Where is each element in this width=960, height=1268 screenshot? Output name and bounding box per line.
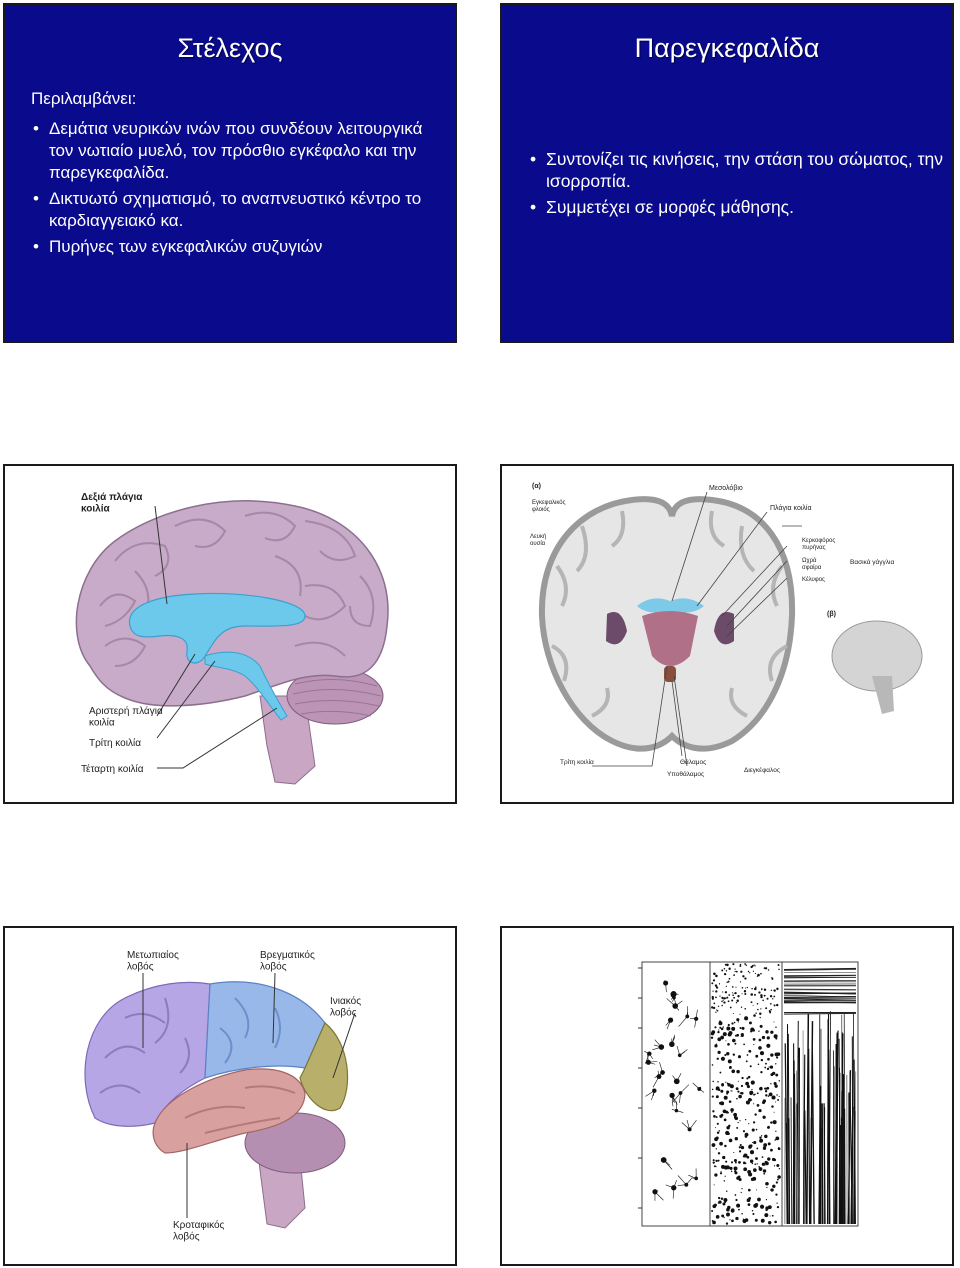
label-b: (β) [827, 611, 836, 618]
label-corpus-callosum: Μεσολόβιο [709, 484, 743, 492]
lateral-ventricle-shape [637, 598, 704, 613]
label-lateral-ventricle: Πλάγια κοιλία [770, 504, 812, 512]
list-item: •Δεμάτια νευρικών ινών που συνδέουν λειτ… [33, 119, 423, 182]
label-fourth-ventricle: Τέταρτη κοιλία [81, 763, 144, 775]
frontal-lobe [84, 981, 211, 1127]
list-item: •Πυρήνες των εγκεφαλικών συζυγιών [33, 237, 323, 256]
hypothalamus-shape [664, 666, 676, 682]
slide-brainstem: Στέλεχος Περιλαμβάνει: •Δεμάτια νευρικών… [3, 3, 457, 343]
bullet-list: •Δεμάτια νευρικών ινών που συνδέουν λειτ… [29, 118, 439, 262]
golgi-neurons [644, 980, 705, 1201]
list-item: •Δικτυωτό σχηματισμό, το αναπνευστικό κέ… [33, 189, 422, 230]
small-brainstem [872, 676, 894, 714]
myelin-fibers [783, 967, 857, 1225]
basal-ganglia-right [714, 612, 734, 645]
label-basal-ganglia: Βασικά γάγγλια [850, 558, 894, 566]
list-item: •Συμμετέχει σε μορφές μάθησης. [530, 197, 794, 217]
slide-cortical-layers-figure [500, 926, 954, 1266]
slide-intro: Περιλαμβάνει: [31, 89, 137, 108]
lateral-ventricles [128, 592, 306, 664]
depth-ticks [638, 967, 642, 1209]
cortical-layers-illustration [638, 961, 859, 1227]
third-fourth-ventricles [204, 651, 288, 721]
label-hypothalamus: Υποθάλαμος [667, 770, 704, 778]
label-third-ventricle: Τρίτη κοιλία [560, 758, 594, 766]
slide-title: Παρεγκεφαλίδα [634, 33, 820, 63]
label-a: (α) [532, 483, 541, 490]
label-thalamus: Θάλαμος [680, 758, 706, 766]
slide-cerebellum: Παρεγκεφαλίδα •Συντονίζει τις κινήσεις, … [500, 3, 954, 343]
list-item: •Συντονίζει τις κινήσεις, την στάση του … [530, 149, 943, 191]
label-diencephalon: Διεγκέφαλος [744, 766, 780, 774]
label-putamen: Κέλυφος [802, 576, 825, 583]
thalamus-shape [642, 611, 698, 666]
temporal-lobe [152, 1068, 306, 1154]
label-third-ventricle: Τρίτη κοιλία [89, 737, 141, 749]
bullet-list: •Συντονίζει τις κινήσεις, την στάση του … [526, 148, 946, 222]
basal-ganglia-left [606, 612, 627, 645]
slide-title: Στέλεχος [177, 33, 283, 63]
nissl-cell-bodies [710, 963, 781, 1225]
